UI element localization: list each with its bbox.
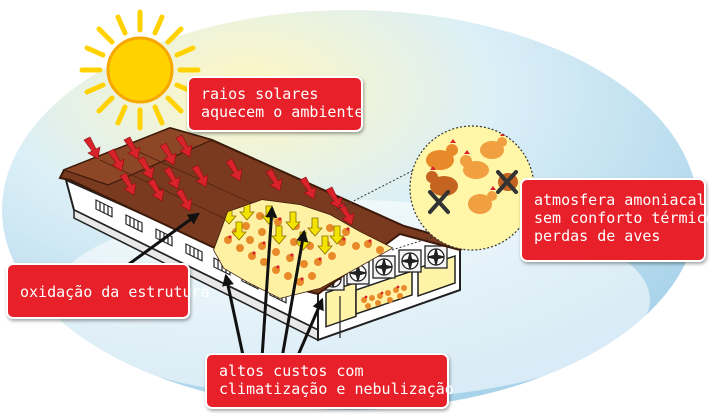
ammonia-inset bbox=[409, 125, 535, 251]
solar-ray-arrows bbox=[83, 134, 355, 226]
poultry-house bbox=[58, 126, 471, 342]
sun-icon bbox=[79, 9, 201, 131]
cross-mark-icon bbox=[428, 170, 518, 214]
callout-structure-oxidation: oxidação da estrutura bbox=[6, 263, 210, 319]
callout-high-costs: altos custos com climatização e nebuliza… bbox=[205, 353, 454, 409]
annotation-arrows bbox=[117, 205, 324, 361]
ventilation-fan-icon bbox=[321, 245, 448, 291]
callout-ammonia-atmosphere: atmosfera amoniacal sem conforto térmico… bbox=[520, 178, 710, 262]
callout-solar-rays: raios solares aquecem o ambiente bbox=[187, 76, 364, 132]
